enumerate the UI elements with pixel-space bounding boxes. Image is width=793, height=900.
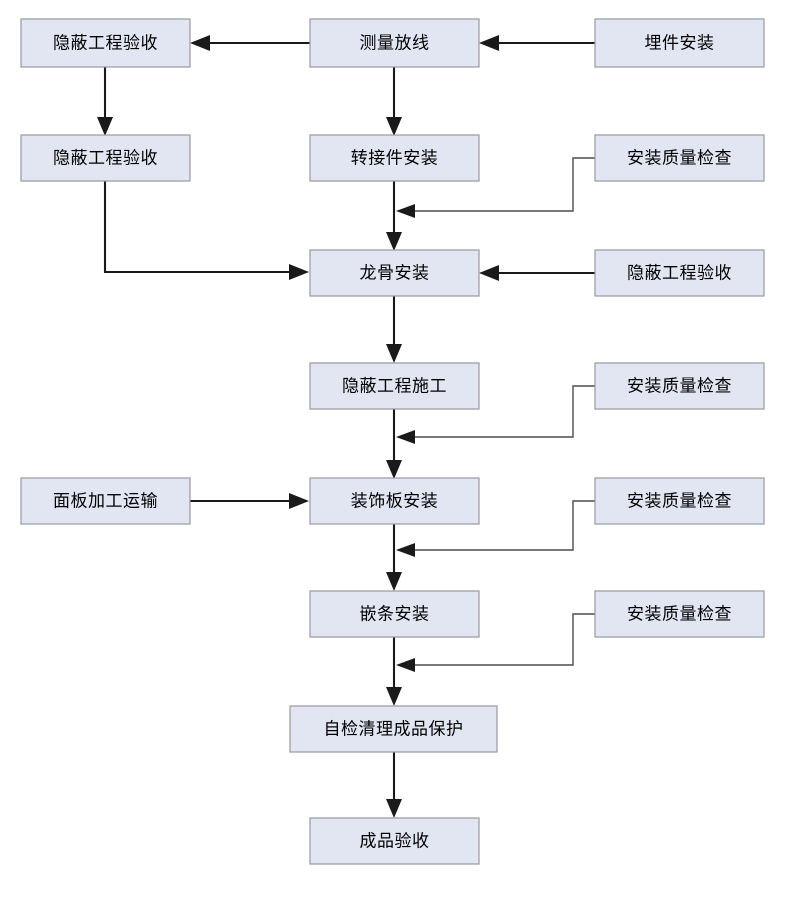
node-label: 隐蔽工程验收 (53, 33, 158, 52)
edge-longgu-to-yinbishigong (386, 296, 402, 363)
edge-yinbi1-to-yinbi2 (97, 67, 113, 136)
node-label: 自检清理成品保护 (324, 719, 464, 738)
node-label: 隐蔽工程验收 (627, 263, 732, 282)
edge-celiang-to-yinbi1 (190, 35, 310, 51)
edge-yinbishigong-to-zhuangshiban (386, 409, 402, 479)
node-label: 装饰板安装 (351, 491, 439, 510)
node-label: 安装质量检查 (627, 148, 732, 167)
node-yinbi-gongcheng-yanshou-1[interactable]: 隐蔽工程验收 (20, 18, 191, 68)
node-anzhuang-zhiliang-jiancha-4[interactable]: 安装质量检查 (594, 590, 765, 638)
node-label: 嵌条安装 (360, 604, 430, 623)
edge-zhuanjiejian-to-longgu (386, 181, 402, 251)
node-mianban-jiagong-yunshu[interactable]: 面板加工运输 (20, 477, 191, 525)
node-zhuangshiban-anzhuang[interactable]: 装饰板安装 (309, 477, 480, 525)
edge-zijian-to-chengpin (386, 752, 402, 818)
edge-zhiliang1-elbow (396, 157, 595, 218)
node-anzhuang-zhiliang-jiancha-1[interactable]: 安装质量检查 (594, 134, 765, 182)
edge-maijian-to-celiang (479, 35, 595, 51)
edge-zhiliang2-elbow (396, 385, 595, 444)
node-label: 安装质量检查 (627, 491, 732, 510)
node-label: 安装质量检查 (627, 376, 732, 395)
node-yinbi-gongcheng-yanshou-3[interactable]: 隐蔽工程验收 (594, 249, 765, 297)
edge-zhiliang4-elbow (396, 613, 595, 672)
node-yinbi-gongcheng-shigong[interactable]: 隐蔽工程施工 (309, 362, 480, 410)
node-longgu-anzhuang[interactable]: 龙骨安装 (309, 249, 480, 297)
edge-celiang-to-zhuanjiejian (386, 67, 402, 136)
node-label: 龙骨安装 (360, 263, 430, 282)
node-maijian-anzhuang[interactable]: 埋件安装 (594, 18, 765, 68)
node-zijian-qingli-chengpin-baohu[interactable]: 自检清理成品保护 (289, 705, 498, 753)
node-yinbi-gongcheng-yanshou-2[interactable]: 隐蔽工程验收 (20, 134, 191, 182)
edge-yinbi2-to-longgu (103, 181, 309, 280)
node-zhuanjiejian-anzhuang[interactable]: 转接件安装 (309, 134, 480, 182)
node-label: 埋件安装 (645, 33, 715, 52)
edge-qiantiao-to-zijian (386, 637, 402, 706)
node-qiantiao-anzhuang[interactable]: 嵌条安装 (309, 590, 480, 638)
node-label: 隐蔽工程验收 (53, 148, 158, 167)
node-label: 测量放线 (360, 33, 430, 52)
edge-layer (97, 35, 595, 818)
node-label: 成品验收 (360, 831, 430, 850)
node-layer: 隐蔽工程验收 测量放线 埋件安装 隐蔽工程验收 转接件安装 安装质量检查 (20, 18, 765, 865)
node-label: 隐蔽工程施工 (342, 376, 447, 395)
node-chengpin-yanshou[interactable]: 成品验收 (309, 817, 480, 865)
node-anzhuang-zhiliang-jiancha-2[interactable]: 安装质量检查 (594, 362, 765, 410)
node-label: 安装质量检查 (627, 604, 732, 623)
edge-mianban-to-zhuangshiban (190, 493, 309, 509)
node-anzhuang-zhiliang-jiancha-3[interactable]: 安装质量检查 (594, 477, 765, 525)
node-celiang-fangxian[interactable]: 测量放线 (309, 18, 480, 68)
edge-zhuangshiban-to-qiantiao (386, 524, 402, 591)
edge-zhiliang3-elbow (396, 500, 595, 557)
edge-yinbi3-to-longgu (479, 265, 595, 281)
node-label: 转接件安装 (351, 148, 439, 167)
node-label: 面板加工运输 (53, 491, 158, 510)
